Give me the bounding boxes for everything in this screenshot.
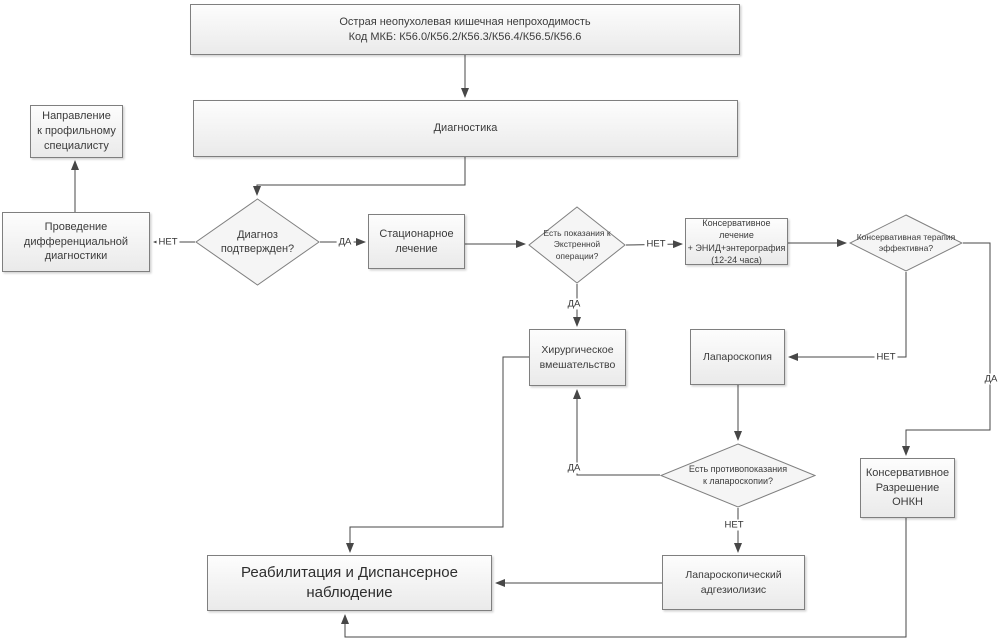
decision-diagnosis-confirmed-label: Диагноз подтвержден? — [220, 228, 295, 255]
diamond-shape — [195, 198, 320, 286]
decision-laparoscopy-contraindications-label: Есть противопоказания к лапароскопии? — [688, 463, 788, 486]
decision-laparoscopy-contraindications: Есть противопоказания к лапароскопии? — [660, 443, 816, 508]
edge-label-contra-no: НЕТ — [722, 519, 746, 531]
node-laparoscopic-adhesiolysis: Лапароскопический адгезиолизис — [662, 555, 805, 610]
decision-conservative-effective: Консервативная терапия эффективна? — [849, 214, 963, 272]
node-inpatient-treatment: Стационарное лечение — [368, 214, 465, 269]
node-diagnostics: Диагностика — [193, 100, 738, 157]
node-rehabilitation: Реабилитация и Диспансерное наблюдение — [207, 555, 492, 611]
edge-label-effective-no: НЕТ — [874, 351, 898, 363]
node-conservative-treatment: Консервативное лечение + ЭНИД+энтерограф… — [685, 218, 788, 265]
diamond-shape — [528, 206, 626, 284]
node-differential-diagnostics: Проведение дифференциальной диагностики — [2, 212, 150, 272]
edge-label-emergency-no: НЕТ — [644, 238, 668, 250]
node-start: Острая неопухолевая кишечная непроходимо… — [190, 4, 740, 55]
node-surgical-intervention: Хирургическое вмешательство — [529, 329, 626, 386]
edge-label-diagnosis-yes: ДА — [336, 236, 354, 248]
edge-label-emergency-yes: ДА — [565, 298, 583, 310]
decision-emergency-surgery: Есть показания к Экстренной операции? — [528, 206, 626, 284]
diamond-shape — [660, 443, 816, 508]
node-laparoscopy: Лапароскопия — [690, 329, 785, 385]
node-referral-specialist: Направление к профильному специалисту — [30, 105, 123, 158]
decision-emergency-surgery-label: Есть показания к Экстренной операции? — [543, 228, 611, 261]
edge-label-diagnosis-no: НЕТ — [156, 236, 180, 248]
node-conservative-resolution: Консервативное Разрешение ОНКН — [860, 458, 955, 518]
edge-label-contra-yes: ДА — [565, 462, 583, 474]
decision-diagnosis-confirmed: Диагноз подтвержден? — [195, 198, 320, 286]
diamond-shape — [849, 214, 963, 272]
edge-label-effective-yes: ДА — [982, 373, 1000, 385]
decision-conservative-effective-label: Консервативная терапия эффективна? — [856, 231, 956, 253]
